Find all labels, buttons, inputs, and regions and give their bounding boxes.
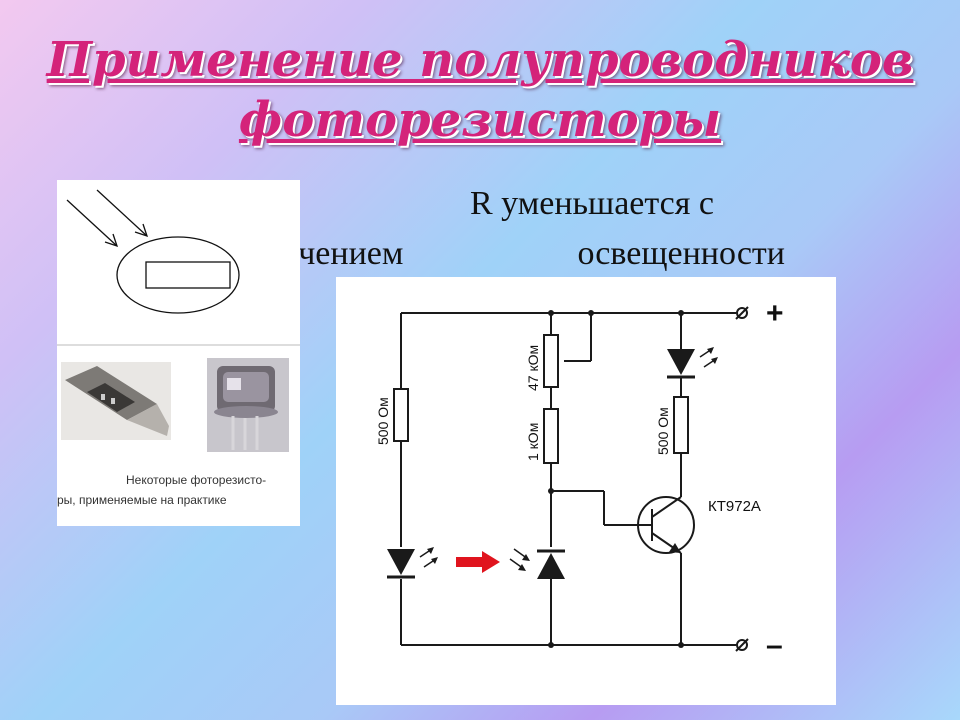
potentiometer-label: 47 кОм xyxy=(525,345,541,391)
slide-title-line1: Применение полупроводников xyxy=(46,32,914,88)
resistor-right xyxy=(673,396,689,454)
potentiometer xyxy=(543,334,559,388)
resistor-left-label: 500 Ом xyxy=(375,397,391,445)
resistor-middle xyxy=(543,408,559,464)
description-word-increase: ичением xyxy=(280,235,404,272)
transistor-label: КТ972А xyxy=(708,498,761,515)
plus-terminal-label: + xyxy=(766,297,784,330)
description-line1: R уменьшается с xyxy=(470,185,714,222)
light-direction-arrow-icon xyxy=(456,551,500,573)
photodiode-icon xyxy=(509,548,565,579)
circuit-schematic: + – 500 Ом 47 кОм 1 кОм 500 Ом КТ972А xyxy=(375,297,784,662)
slide-title-line2: фоторезисторы xyxy=(238,92,722,148)
photoresistor-symbol-rect xyxy=(145,261,231,289)
resistor-middle-label: 1 кОм xyxy=(525,423,541,461)
resistor-left xyxy=(393,388,409,442)
description-word-illumination: освещенности xyxy=(577,235,785,272)
led-emitter-icon xyxy=(387,547,438,579)
photoresistor-illustration-panel: Некоторые фоторезисто- ры, применяемые н… xyxy=(57,180,300,526)
circuit-diagram-panel: + – 500 Ом 47 кОм 1 кОм 500 Ом КТ972А xyxy=(336,277,836,705)
photoresistor-photo-1 xyxy=(61,362,171,440)
description-line2: ичением освещенности xyxy=(280,232,785,276)
photoresistor-symbol-ellipse xyxy=(116,236,240,314)
photo-caption-line2: ры, применяемые на практике xyxy=(57,493,227,507)
minus-terminal-label: – xyxy=(766,629,783,662)
photo-caption-line1: Некоторые фоторезисто- xyxy=(126,473,267,487)
photoresistor-illustration xyxy=(57,189,300,452)
resistor-right-label: 500 Ом xyxy=(655,407,671,455)
photoresistor-photo-2 xyxy=(207,358,289,452)
light-rays-icon xyxy=(66,189,149,248)
led-indicator-icon xyxy=(667,347,718,379)
photo-caption: Некоторые фоторезисто- ры, применяемые н… xyxy=(57,470,296,510)
